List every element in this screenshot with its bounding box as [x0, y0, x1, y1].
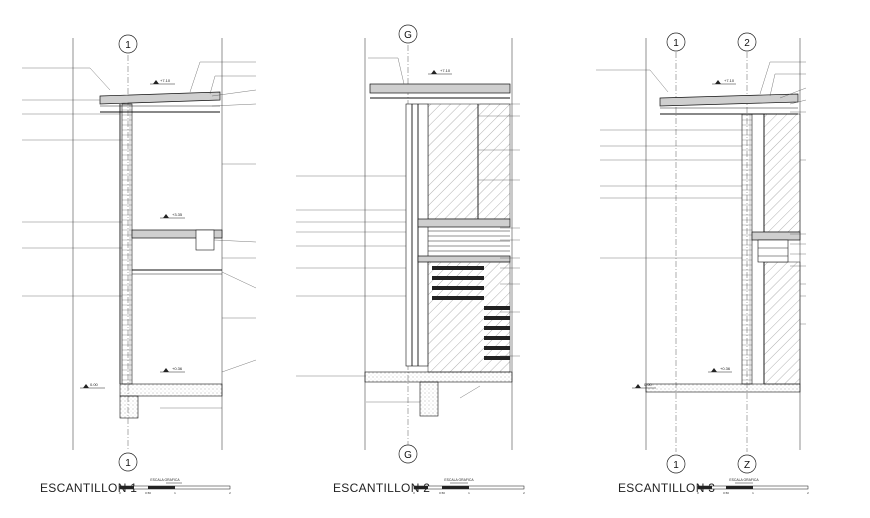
roof-slab	[659, 93, 799, 107]
axis-label: 1	[125, 458, 131, 469]
axis-bubble-top: 1	[666, 32, 686, 52]
level-marker: +7.10	[712, 78, 736, 85]
axis-bubble-bottom: G	[398, 444, 418, 464]
panel-escantillon-3: 1 2 1 Z +7.10	[596, 32, 809, 495]
axis-bubble-top: 2	[737, 32, 757, 52]
level-text: 0.00	[644, 382, 653, 387]
panel-title: ESCANTILLON 3	[618, 481, 715, 495]
level-text: +7.10	[160, 78, 171, 83]
axis-label: 1	[673, 38, 679, 49]
level-marker: 0.00	[632, 382, 656, 389]
panel-escantillon-2: G G	[296, 24, 525, 495]
scale-tick: 0.50	[145, 491, 151, 495]
mid-floor-slab	[131, 229, 223, 239]
scale-label: ESCALA GRAFICA	[150, 478, 180, 482]
level-marker: +7.10	[150, 78, 175, 85]
level-text: +7.10	[724, 78, 735, 83]
axis-bubble-bottom: Z	[737, 454, 757, 474]
axis-bubble-bottom: 1	[118, 452, 138, 472]
roof-slab	[99, 91, 221, 105]
wall-section	[741, 113, 753, 385]
scale-tick: 1	[468, 491, 470, 495]
foundation	[119, 395, 139, 419]
scale-tick: 0.50	[723, 491, 729, 495]
scale-tick: 2	[229, 491, 231, 495]
graphic-scale: ESCALA GRAFICA 0 0.50 1 2	[697, 478, 809, 495]
level-text: +7.10	[440, 68, 451, 73]
axis-label: G	[404, 450, 412, 461]
annotation-leaders	[296, 57, 520, 403]
level-text: +0.36	[720, 366, 731, 371]
floor-joists	[428, 230, 510, 252]
scale-tick: 2	[807, 491, 809, 495]
upper-wall-hatch	[763, 113, 801, 233]
scale-tick: 0	[119, 491, 121, 495]
annotation-leaders	[22, 61, 257, 409]
wall-section	[121, 103, 133, 385]
ceiling-slab	[417, 255, 511, 263]
scale-label: ESCALA GRAFICA	[729, 478, 759, 482]
level-marker: +7.10	[428, 68, 452, 75]
level-marker: 0.00	[80, 382, 105, 389]
upper-wall-hatch	[427, 103, 511, 220]
axis-bubble-bottom: 1	[666, 454, 686, 474]
scale-tick: 0	[413, 491, 415, 495]
scale-tick: 1	[752, 491, 754, 495]
axis-label: 2	[744, 38, 750, 49]
axis-label: Z	[744, 460, 750, 471]
ground-slab	[364, 371, 513, 383]
scale-label: ESCALA GRAFICA	[444, 478, 474, 482]
axis-label: 1	[673, 460, 679, 471]
axis-label: 1	[125, 40, 131, 51]
scale-tick: 1	[174, 491, 176, 495]
level-text: 0.00	[90, 382, 99, 387]
mid-floor-slab	[417, 218, 511, 228]
level-marker: +0.36	[708, 366, 732, 373]
window-frame	[405, 103, 429, 367]
level-text: +3.35	[172, 212, 183, 217]
foundation	[419, 381, 439, 417]
ground-slab	[645, 383, 801, 393]
axis-bubble-top: G	[398, 24, 418, 44]
beam-section	[757, 239, 789, 263]
graphic-scale: ESCALA GRAFICA 0 0.50 1 2	[413, 478, 525, 495]
scale-tick: 2	[523, 491, 525, 495]
stair-treads	[432, 266, 510, 360]
graphic-scale: ESCALA GRAFICA 0 0.50 1 2	[119, 478, 231, 495]
scale-tick: 0.50	[439, 491, 445, 495]
panel-title: ESCANTILLON 2	[333, 481, 430, 495]
lower-wall-hatch	[763, 261, 801, 385]
level-marker: +0.36	[160, 366, 185, 373]
axis-label: G	[404, 30, 412, 41]
beam-section	[195, 229, 215, 251]
roof-slab	[369, 83, 511, 94]
panel-escantillon-1: 1 1 +7.10 +3.35	[22, 34, 257, 495]
ground-slab	[119, 383, 223, 397]
mid-floor-slab	[751, 231, 801, 241]
scale-tick: 0	[697, 491, 699, 495]
level-marker: +3.35	[160, 212, 185, 219]
annotation-leaders	[596, 61, 807, 325]
panel-title: ESCANTILLON 1	[40, 481, 137, 495]
level-text: +0.36	[172, 366, 183, 371]
axis-bubble-top: 1	[118, 34, 138, 54]
